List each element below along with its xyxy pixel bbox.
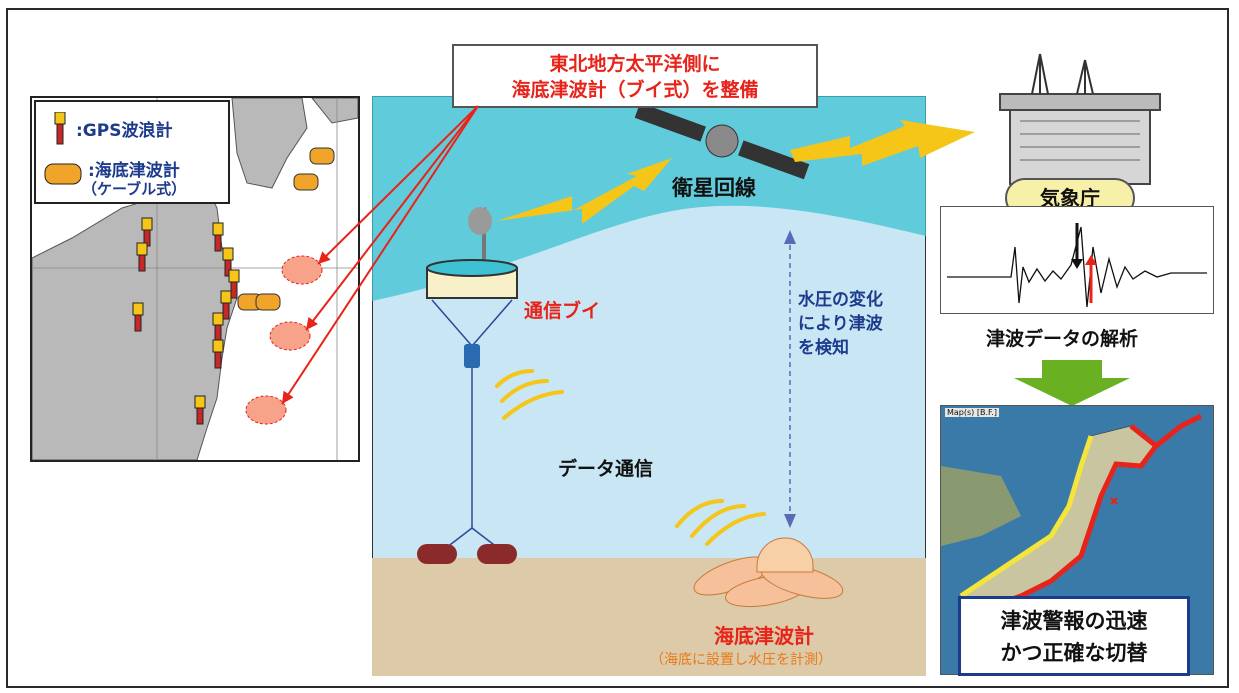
- analysis-label: 津波データの解析: [986, 328, 1139, 350]
- hokkaido-landmass: [231, 98, 308, 189]
- satellite-line-label: 衛星回線: [672, 176, 756, 200]
- tsunami-waveform-panel: [940, 206, 1214, 314]
- seabed-meter-label: 海底津波計: [714, 624, 814, 648]
- map-tag: Map(s) [B.F.]: [945, 408, 999, 417]
- warning-box: 津波警報の迅速 かつ正確な切替: [958, 596, 1190, 676]
- planned-buoy-site: [281, 255, 323, 285]
- satellite: [634, 102, 810, 180]
- data-comm-label: データ通信: [558, 458, 654, 480]
- legend-gps-label: :GPS波浪計: [76, 121, 173, 141]
- callout-line-2: 海底津波計（ブイ式）を整備: [511, 79, 759, 101]
- gps-meter-markers: [132, 217, 240, 425]
- jma-building: [999, 53, 1161, 185]
- acoustic-wave-seabed: [675, 499, 766, 546]
- legend-ocean-label: :海底津波計: [88, 161, 180, 181]
- japan-coast-map: :GPS波浪計 :海底津波計 （ケーブル式）: [30, 96, 360, 462]
- cable-meter-marker: [309, 147, 335, 165]
- pressure-line-2: により津波: [798, 314, 883, 334]
- ocean-scene: [372, 96, 926, 676]
- acoustic-wave-buoy: [495, 369, 564, 420]
- gps-meter-icon: [54, 112, 66, 145]
- map-legend: :GPS波浪計 :海底津波計 （ケーブル式）: [34, 100, 230, 204]
- seabed-meter-note: （海底に設置し水圧を計測）: [650, 652, 832, 668]
- seabed: [372, 558, 926, 676]
- deployment-callout: 東北地方太平洋側に 海底津波計（ブイ式）を整備: [452, 44, 818, 108]
- buoy-label: 通信ブイ: [524, 300, 601, 322]
- planned-buoy-site: [245, 395, 287, 425]
- warning-line-1: 津波警報の迅速: [1000, 609, 1148, 633]
- seabed-tsunami-meter: [693, 537, 844, 608]
- warning-line-2: かつ正確な切替: [1000, 641, 1148, 665]
- waveform: [947, 223, 1207, 308]
- japan-map: [941, 413, 1203, 659]
- callout-line-1: 東北地方太平洋側に: [549, 53, 721, 75]
- cable-meter-marker: [293, 173, 319, 191]
- cable-meter-marker: [255, 293, 281, 311]
- pressure-line-3: を検知: [798, 338, 849, 358]
- sea-surface: [372, 96, 926, 301]
- pressure-detect-label: 水圧の変化 により津波 を検知: [798, 288, 883, 360]
- hokkaido-east: [311, 98, 358, 124]
- uplink-arrow: [497, 158, 672, 224]
- pressure-line-1: 水圧の変化: [798, 290, 883, 310]
- legend-ocean-sublabel: （ケーブル式）: [82, 180, 187, 198]
- planned-buoy-site: [269, 321, 311, 351]
- process-arrow: [1014, 360, 1130, 406]
- cable-meter-icon: [44, 163, 82, 185]
